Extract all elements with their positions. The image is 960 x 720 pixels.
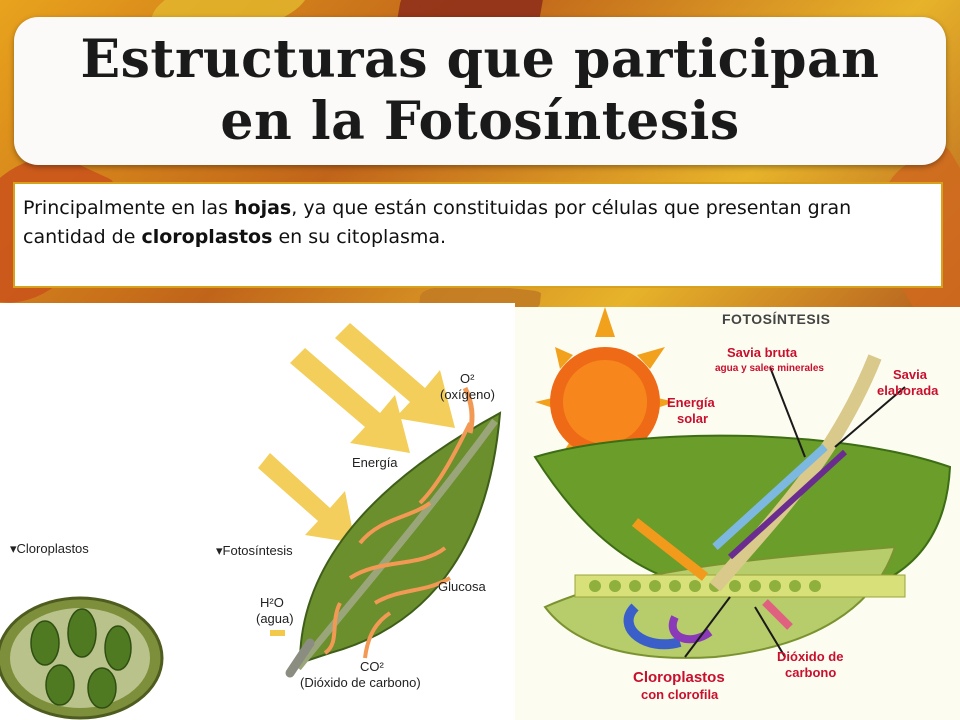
oxygen-label: O² xyxy=(460,371,475,386)
leaf-diagram-graphic xyxy=(0,323,502,720)
leaf-photosynthesis-illustration: O² (oxígeno) Energía ▾Cloroplastos ▾Foto… xyxy=(0,303,515,720)
chloroplast-graphic xyxy=(0,596,164,720)
co2-sublabel: (Dióxido de carbono) xyxy=(300,675,421,690)
solar-energy-label-2: solar xyxy=(677,411,709,426)
leaf-cross-section xyxy=(543,545,897,659)
internal-arrows xyxy=(323,422,472,655)
stem-graphic xyxy=(709,354,882,592)
highlight-hojas: hojas xyxy=(234,197,292,219)
solar-energy-label: Energía xyxy=(667,395,715,410)
slide-title: Estructuras que participan en la Fotosín… xyxy=(80,29,880,152)
leaf-stem xyxy=(295,418,498,671)
energy-arrows xyxy=(258,323,455,543)
co2-label: CO² xyxy=(360,659,384,674)
body-text-box: Principalmente en las hojas, ya que está… xyxy=(13,182,943,288)
highlight-cloroplastos: cloroplastos xyxy=(141,226,273,248)
water-sublabel: (agua) xyxy=(256,611,294,626)
body-text: , ya que están constituidas por células … xyxy=(23,197,852,248)
oxygen-sublabel: (oxígeno) xyxy=(440,387,495,402)
co2-label-2: carbono xyxy=(785,665,837,680)
raw-sap-sublabel: agua y sales minerales xyxy=(715,363,824,374)
raw-sap-arrow xyxy=(712,444,828,550)
body-text: Principalmente en las xyxy=(23,197,235,219)
chloroplasts-label: Cloroplastos xyxy=(633,669,725,686)
co2-label: Dióxido de xyxy=(777,649,844,664)
infographic-heading: FOTOSÍNTESIS xyxy=(722,311,831,327)
infographic-graphic xyxy=(533,307,952,659)
body-text: en su citoplasma. xyxy=(272,226,447,248)
energy-label: Energía xyxy=(352,455,398,470)
chloroplasts-sublabel: con clorofila xyxy=(641,687,719,702)
photosynthesis-label: ▾Fotosíntesis xyxy=(216,543,293,558)
elaborated-sap-label: Savia xyxy=(893,367,927,382)
elaborated-sap-label-2: elaborada xyxy=(877,383,939,398)
title-box: Estructuras que participan en la Fotosín… xyxy=(14,17,946,165)
photosynthesis-infographic: FOTOSÍNTESIS Savia bruta agua y sales mi… xyxy=(515,307,960,720)
glucose-label: Glucosa xyxy=(438,579,486,594)
water-label: H²O xyxy=(260,595,284,610)
raw-sap-label: Savia bruta xyxy=(727,345,798,360)
chloroplasts-label: ▾Cloroplastos xyxy=(10,541,89,556)
elaborated-sap-arrow xyxy=(727,449,848,560)
